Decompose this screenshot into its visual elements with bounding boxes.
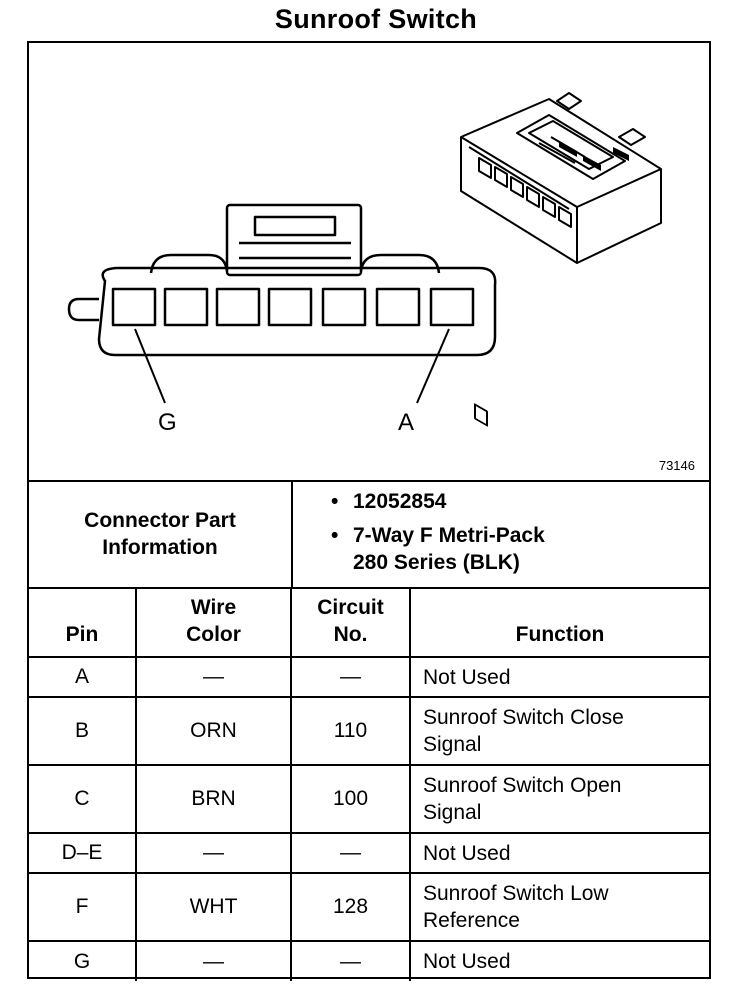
cell-circuit: 128 — [290, 872, 411, 942]
table-header-row: Pin Wire Color Circuit No. Function — [29, 587, 709, 658]
cell-wire-color: — — [135, 940, 292, 981]
connector-body — [97, 266, 497, 357]
cavity-g — [111, 287, 157, 327]
cell-circuit: 100 — [290, 764, 411, 834]
cell-circuit: — — [290, 832, 411, 874]
page-title: Sunroof Switch — [274, 4, 478, 34]
cavity-c — [321, 287, 367, 327]
cell-function-line1: Sunroof Switch Close — [423, 706, 624, 729]
cavity-f — [163, 287, 209, 327]
connector-info-label-line1: Connector Part — [84, 508, 236, 532]
cell-function: Not Used — [409, 832, 709, 874]
cell-wire-color: ORN — [135, 696, 292, 766]
connector-iso-view — [460, 92, 662, 427]
cavity-a — [429, 287, 475, 327]
connector-info-label-line2: Information — [102, 535, 218, 559]
pinout-table: Pin Wire Color Circuit No. Function A — … — [29, 587, 709, 981]
cell-function: Sunroof Switch Open Signal — [409, 764, 709, 834]
header-wire-color-line1: Wire — [190, 596, 237, 619]
table-row: B ORN 110 Sunroof Switch Close Signal — [29, 696, 709, 766]
cell-circuit: 110 — [290, 696, 411, 766]
cell-function-line1: Sunroof Switch Open — [423, 774, 622, 797]
connector-hump-right — [359, 253, 441, 274]
header-circuit-line2: No. — [333, 623, 368, 646]
latch-window — [253, 215, 337, 237]
part-number: • 12052854 — [331, 490, 446, 514]
table-row: C BRN 100 Sunroof Switch Open Signal — [29, 764, 709, 834]
cell-function: Not Used — [409, 656, 709, 698]
header-wire-color: Wire Color — [135, 587, 292, 658]
cell-pin: D–E — [29, 832, 137, 874]
cell-pin: A — [29, 656, 137, 698]
bullet-icon: • — [331, 524, 339, 547]
cell-wire-color: — — [135, 656, 292, 698]
part-number-value: 12052854 — [353, 490, 447, 513]
connector-tab — [67, 297, 99, 322]
callout-pin-g: G — [158, 409, 177, 436]
cell-pin: C — [29, 764, 137, 834]
cell-circuit: — — [290, 656, 411, 698]
header-function: Function — [409, 587, 709, 658]
callout-pin-a: A — [398, 409, 415, 436]
cell-function: Not Used — [409, 940, 709, 981]
cell-function: Sunroof Switch Low Reference — [409, 872, 709, 942]
cell-wire-color: — — [135, 832, 292, 874]
cell-pin: G — [29, 940, 137, 981]
connector-diagram: G A 73146 — [29, 43, 709, 482]
cell-function-line1: Sunroof Switch Low — [423, 882, 609, 905]
leader-line-g — [134, 328, 166, 404]
header-wire-color-line2: Color — [186, 623, 241, 646]
table-row: A — — Not Used — [29, 656, 709, 698]
connector-frame: G A 73146 Connector Part Information • 12… — [27, 41, 711, 981]
cell-pin: B — [29, 696, 137, 766]
cell-function-line2: Signal — [423, 733, 482, 756]
cell-pin: F — [29, 872, 137, 942]
header-circuit: Circuit No. — [290, 587, 411, 658]
cavity-d — [267, 287, 313, 327]
table-row: D–E — — Not Used — [29, 832, 709, 874]
connector-description: • 7-Way F Metri-Pack — [331, 524, 545, 548]
cell-function: Sunroof Switch Close Signal — [409, 696, 709, 766]
connector-hump-left — [149, 253, 229, 274]
description-line1: 7-Way F Metri-Pack — [353, 524, 545, 547]
connector-info-values: • 12052854 • 7-Way F Metri-Pack 280 Series… — [291, 480, 707, 587]
connector-description-line2: 280 Series (BLK) — [353, 551, 520, 574]
cell-wire-color: WHT — [135, 872, 292, 942]
cell-wire-color: BRN — [135, 764, 292, 834]
header-pin: Pin — [29, 587, 137, 658]
leader-line-a — [416, 328, 450, 404]
connector-part-info: Connector Part Information • 12052854 • 7-… — [29, 480, 709, 589]
bullet-icon: • — [331, 490, 339, 513]
cavity-b — [375, 287, 421, 327]
cell-circuit: — — [290, 940, 411, 981]
connector-info-label: Connector Part Information — [29, 480, 293, 587]
cell-function-line2: Signal — [423, 801, 482, 824]
table-row: F WHT 128 Sunroof Switch Low Reference — [29, 872, 709, 942]
cell-function-line2: Reference — [423, 909, 520, 932]
figure-number: 73146 — [658, 458, 695, 473]
connector-drawing — [67, 92, 662, 427]
header-circuit-line1: Circuit — [317, 596, 384, 619]
cavity-e — [215, 287, 261, 327]
connector-latch — [225, 203, 363, 277]
table-row: G — — Not Used — [29, 940, 709, 981]
